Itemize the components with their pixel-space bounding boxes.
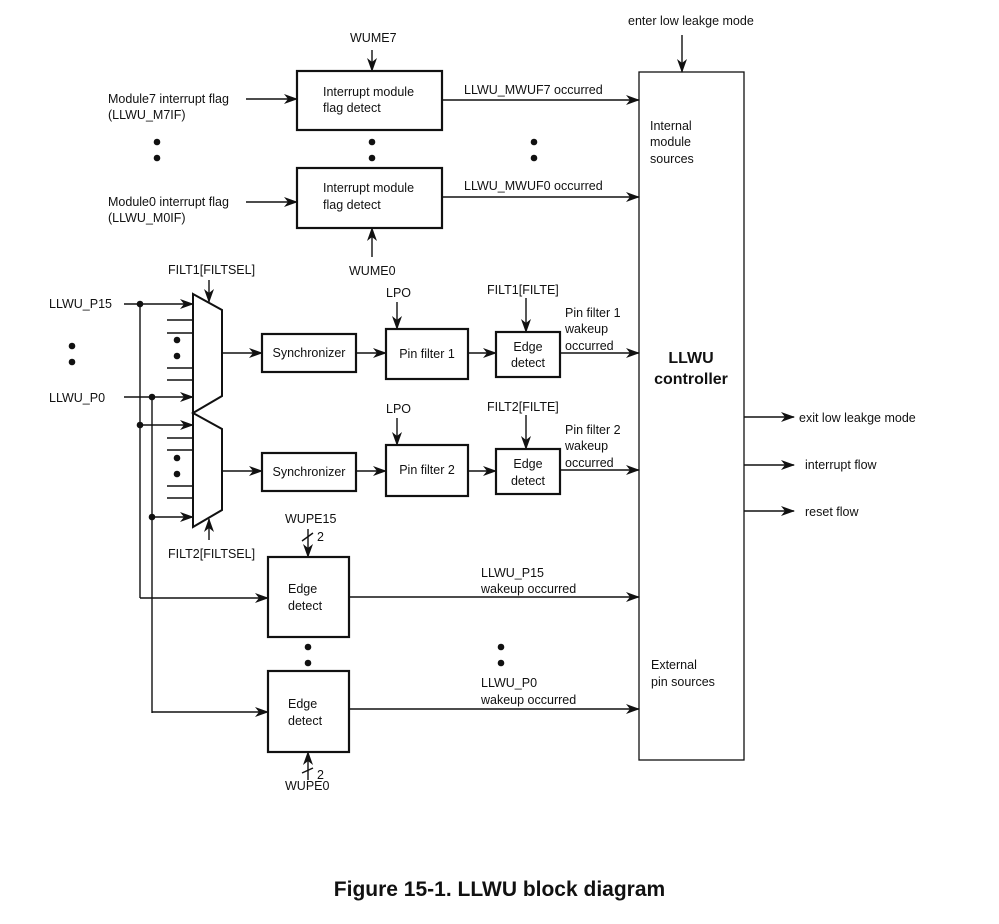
output-exit-mode: exit low leakge mode <box>799 411 916 425</box>
synchronizer-2-label: Synchronizer <box>273 465 346 479</box>
pin-filter-2-label: Pin filter 2 <box>399 463 455 477</box>
mwuf7-label: LLWU_MWUF7 occurred <box>464 83 603 97</box>
junction-dots <box>136 300 156 521</box>
llwu-p15-label: LLWU_P15 <box>49 297 112 311</box>
mux-input-stubs <box>167 319 193 499</box>
pf2-wakeup-label: Pin filter 2 <box>565 423 621 437</box>
pf1-wakeup-label: Pin filter 1 <box>565 306 621 320</box>
wume0-label: WUME0 <box>349 264 396 278</box>
bus-slash-0 <box>301 767 314 774</box>
wume7-label: WUME7 <box>350 31 397 45</box>
internal-sources-label: Internal <box>650 119 692 133</box>
edge-label-2: detect <box>288 599 323 613</box>
imfd0-label: Interrupt module <box>323 181 414 195</box>
wupe0-label: WUPE0 <box>285 779 330 793</box>
edge-detect-p15 <box>266 555 351 639</box>
module0-flag-label-2: (LLWU_M0IF) <box>108 211 186 225</box>
imfd7-label-2: flag detect <box>323 101 381 115</box>
module7-flag-label-2: (LLWU_M7IF) <box>108 108 186 122</box>
edge-label-2: detect <box>511 356 546 370</box>
interrupt-module-flag-detect-7 <box>295 69 444 132</box>
synchronizer-2 <box>260 451 358 493</box>
pin-filter-1 <box>384 327 470 381</box>
controller-title-2: controller <box>654 371 728 388</box>
filt1-filtsel-label: FILT1[FILTSEL] <box>168 263 255 277</box>
filt2-filtsel-label: FILT2[FILTSEL] <box>168 547 255 561</box>
bus-width-15: 2 <box>317 530 324 544</box>
pf2-wakeup-label-2: wakeup <box>564 439 608 453</box>
p15-wakeup-label-2: wakeup occurred <box>480 582 576 596</box>
bus-slash-15 <box>301 532 314 542</box>
wupe15-label: WUPE15 <box>285 512 336 526</box>
imfd7-label: Interrupt module <box>323 85 414 99</box>
filt1-filte-label: FILT1[FILTE] <box>487 283 559 297</box>
edge-label: Edge <box>288 582 317 596</box>
ellipsis-dots <box>68 138 538 667</box>
mwuf0-label: LLWU_MWUF0 occurred <box>464 179 603 193</box>
internal-sources-label-2: module <box>650 135 691 149</box>
pin-filter-1-label: Pin filter 1 <box>399 347 455 361</box>
controller-title: LLWU <box>668 350 713 367</box>
p0-wakeup-label-2: wakeup occurred <box>480 693 576 707</box>
figure-caption: Figure 15-1. LLWU block diagram <box>333 878 666 901</box>
edge-label: Edge <box>513 457 542 471</box>
lpo2-label: LPO <box>386 402 411 416</box>
pf1-wakeup-label-3: occurred <box>565 339 614 353</box>
edge-detect-filter-1 <box>494 330 562 379</box>
imfd0-label-2: flag detect <box>323 198 381 212</box>
edge-label: Edge <box>513 340 542 354</box>
module0-flag-label: Module0 interrupt flag <box>108 195 229 209</box>
external-sources-label-2: pin sources <box>651 675 715 689</box>
edge-label-2: detect <box>511 474 546 488</box>
pf1-wakeup-label-2: wakeup <box>564 322 608 336</box>
synchronizer-1-label: Synchronizer <box>273 346 346 360</box>
enter-mode-label: enter low leakge mode <box>628 14 754 28</box>
bus-width-0: 2 <box>317 768 324 782</box>
edge-label: Edge <box>288 697 317 711</box>
lpo1-label: LPO <box>386 286 411 300</box>
edge-label-2: detect <box>288 714 323 728</box>
p0-wakeup-label: LLWU_P0 <box>481 676 537 690</box>
module7-flag-label: Module7 interrupt flag <box>108 92 229 106</box>
llwu-controller-block <box>638 71 745 761</box>
llwu-p0-label: LLWU_P0 <box>49 391 105 405</box>
pf2-wakeup-label-3: occurred <box>565 456 614 470</box>
output-reset-flow: reset flow <box>805 505 859 519</box>
edge-detect-filter-2 <box>494 447 562 496</box>
external-sources-label: External <box>651 658 697 672</box>
output-interrupt-flow: interrupt flow <box>805 458 878 472</box>
internal-sources-label-3: sources <box>650 152 694 166</box>
filter-mux <box>190 292 223 529</box>
filt2-filte-label: FILT2[FILTE] <box>487 400 559 414</box>
edge-detect-p0 <box>266 669 351 754</box>
p15-wakeup-label: LLWU_P15 <box>481 566 544 580</box>
